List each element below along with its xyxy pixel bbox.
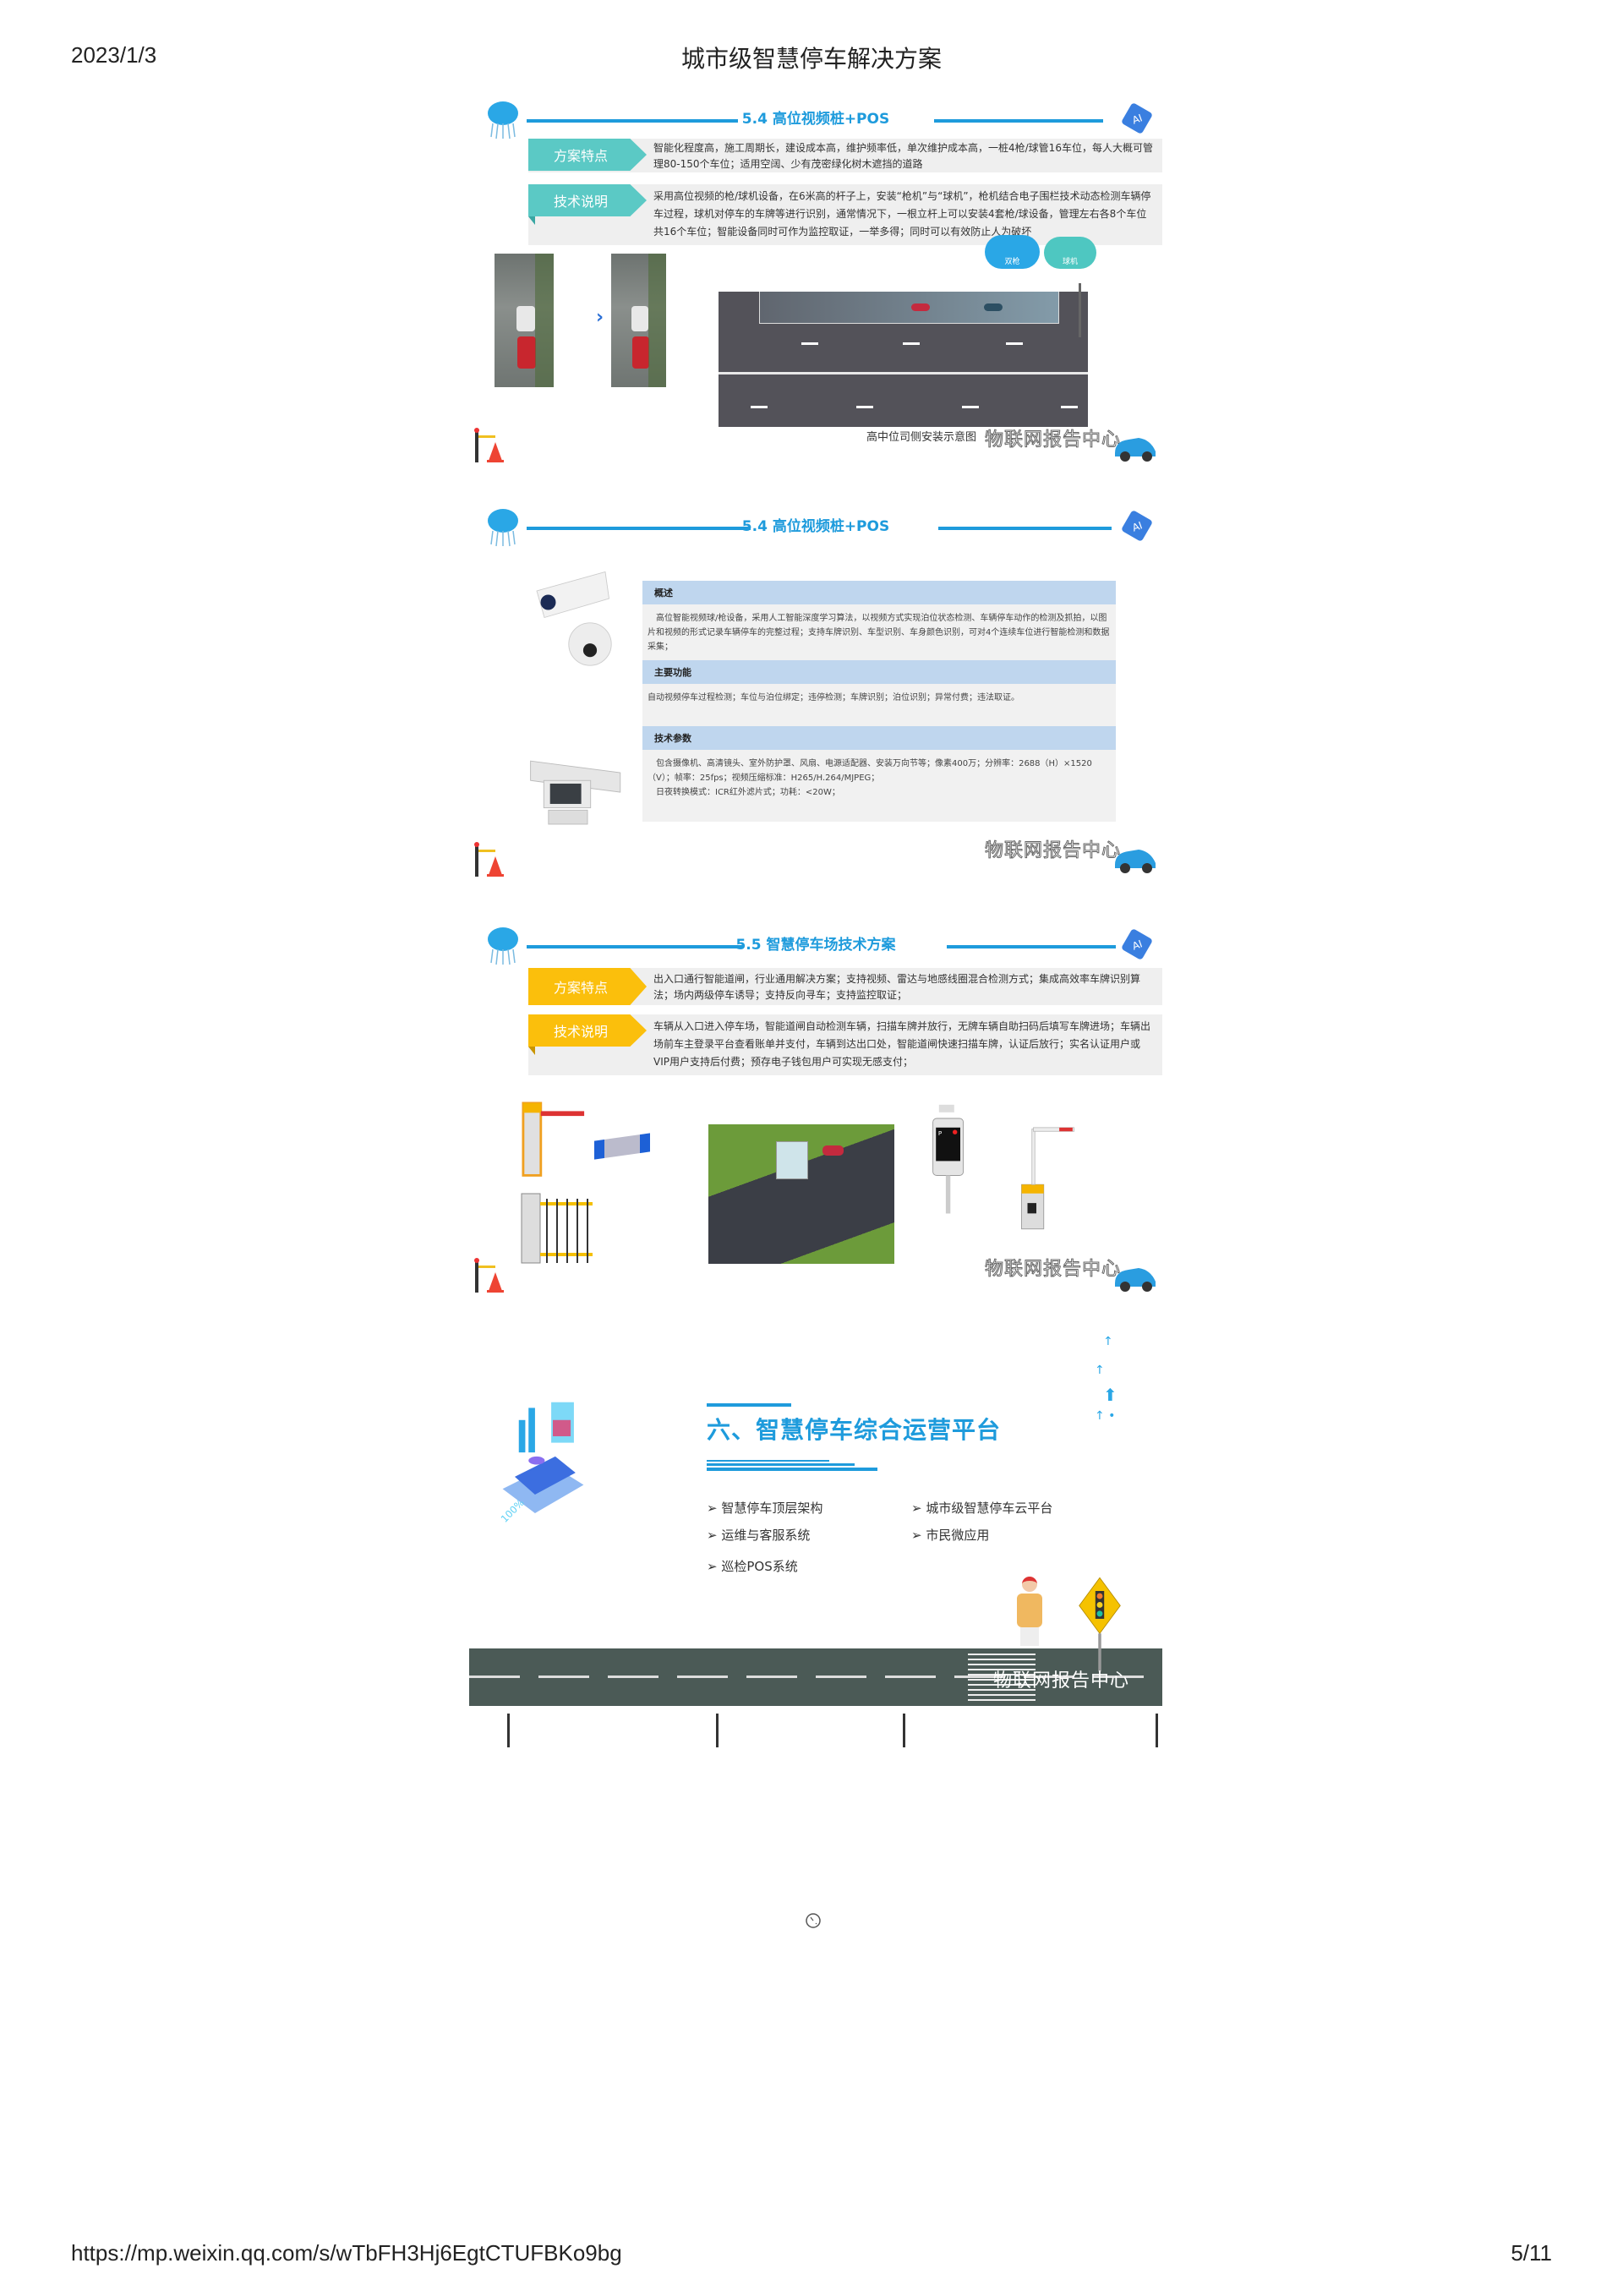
watermark: 物联网报告中心 [984, 840, 1122, 862]
parking-lot-scene-image [708, 1124, 894, 1264]
overview-header: 概述 [642, 581, 1116, 604]
barrier-gate-icon [474, 428, 504, 462]
loading-spinner-icon [806, 1913, 821, 1928]
slide-operations-platform: 100% 六、智慧停车综合运营平台 ➢ 智慧停车顶层架构 ➢ 运维与客服系统 ➢… [469, 1327, 1162, 1747]
diagram-caption: 高中位司侧安装示意图 [866, 431, 977, 444]
section-title-bar: 5.4 高位视频桩+POS AI [469, 91, 1162, 142]
fence-gate-image [521, 1193, 593, 1264]
svg-text:P: P [938, 1129, 943, 1137]
bullet-item: ➢ 市民微应用 [911, 1528, 990, 1543]
tech-text: 采用高位视频的枪/球机设备，在6米高的杆子上，安装“枪机”与“球机”，枪机结合电… [653, 190, 1151, 238]
watermark: 物联网报告中心 [984, 1259, 1122, 1281]
gun-dome-camera-image [536, 571, 612, 666]
overview-text: 高位智能视频球/枪设备，采用人工智能深度学习算法，以视频方式实现泊位状态检测、车… [648, 614, 1110, 652]
source-url[interactable]: https://mp.weixin.qq.com/s/wTbFH3Hj6EgtC… [71, 2240, 622, 2266]
dome-camera-bubble: 球机 [1044, 237, 1096, 269]
title-deco-line-top [707, 1403, 791, 1407]
functions-header: 主要功能 [642, 660, 1116, 684]
bubble-label-dual-gun: 双枪 [1004, 258, 1020, 266]
car-icon [1115, 438, 1156, 462]
installation-diagram [719, 283, 1088, 427]
bullet-item: ➢ 智慧停车顶层架构 [707, 1501, 823, 1516]
params-text: 包含摄像机、高清镜头、室外防护罩、风扇、电源适配器、安装万向节等；像素400万；… [648, 759, 1092, 783]
car-icon [1115, 1268, 1156, 1292]
print-date: 2023/1/3 [71, 42, 157, 68]
crosswalk [968, 1654, 1036, 1701]
slide-high-video-pile-2: 5.4 高位视频桩+POS AI 概述 高位智能视频球/枪设备，采用人工智能深度… [469, 499, 1162, 888]
ai-chip-icon: AI [1122, 511, 1152, 541]
tech-text: 车辆从入口进入停车场，智能道闸自动检测车辆，扫描车牌并放行，无牌车辆自助扫码后填… [653, 1020, 1151, 1068]
slide-smart-parking-lot: 5.5 智慧停车场技术方案 AI 方案特点 出入口通行智能道闸，行业通用解决方案… [469, 917, 1162, 1298]
inspector-figure [1010, 1577, 1048, 1648]
feature-tag: 方案特点 [528, 139, 647, 171]
up-arrows-decoration: ↑ ↑ ⬆ ↑ • [1095, 1335, 1118, 1423]
red-car-icon [911, 303, 930, 311]
tech-row: 技术说明 车辆从入口进入停车场，智能道闸自动检测车辆，扫描车牌并放行，无牌车辆自… [528, 1014, 1162, 1075]
bullet-item: ➢ 巡检POS系统 [707, 1559, 798, 1574]
bubble-label-dome: 球机 [1062, 258, 1078, 266]
platform-title: 六、智慧停车综合运营平台 [707, 1416, 1002, 1444]
feature-text: 智能化程度高，施工周期长，建设成本高，维护频率低，单次维护成本高，一桩4枪/球管… [653, 142, 1153, 171]
bullet-item: ➢ 城市级智慧停车云平台 [911, 1501, 1053, 1516]
barrier-gate-icon [474, 842, 504, 877]
section-title: 5.4 高位视频桩+POS [741, 111, 890, 128]
title-deco-lines-bottom [707, 1460, 877, 1471]
document-title: 城市级智慧停车解决方案 [680, 45, 942, 73]
params-header: 技术参数 [642, 726, 1116, 750]
section-title: 5.4 高位视频桩+POS [741, 518, 890, 535]
chevron-right-icon: › [596, 307, 604, 328]
barrier-gate-icon [474, 1258, 504, 1293]
feature-row: 方案特点 智能化程度高，施工周期长，建设成本高，维护频率低，单次维护成本高，一桩… [528, 139, 1162, 172]
svg-text:AI: AI [1130, 938, 1144, 952]
tech-tag: 技术说明 [528, 1014, 647, 1047]
params-text-2: 日夜转换模式：ICR红外滤片式；功耗：<20W； [656, 788, 840, 797]
street-photo-before [495, 254, 554, 387]
slide-high-video-pile-1: 5.4 高位视频桩+POS AI 方案特点 智能化程度高，施工周期长，建设成本高… [469, 91, 1162, 472]
section-title-bar: 5.5 智慧停车场技术方案 AI [469, 917, 1162, 968]
ai-chip-icon: AI [1122, 103, 1152, 134]
brain-circuit-icon [488, 101, 518, 139]
spec-table: 概述 高位智能视频球/枪设备，采用人工智能深度学习算法，以视频方式实现泊位状态检… [642, 581, 1116, 822]
svg-text:AI: AI [1130, 519, 1144, 533]
ai-chip-icon: AI [1122, 929, 1152, 959]
feature-row: 方案特点 出入口通行智能道闸，行业通用解决方案；支持视频、雷达与地感线圈混合检测… [528, 968, 1162, 1005]
camera-pole-icon [1079, 283, 1081, 337]
page-number: 5/11 [1511, 2240, 1552, 2266]
speed-bump-image [594, 1133, 650, 1160]
dual-gun-camera-bubble: 双枪 [985, 235, 1040, 269]
exit-barrier-image [1021, 1127, 1075, 1230]
plate-recognition-kiosk-image: P [932, 1104, 965, 1214]
tech-tag: 技术说明 [528, 184, 647, 216]
bullet-item: ➢ 运维与客服系统 [707, 1528, 811, 1543]
brain-circuit-icon [488, 927, 518, 965]
brain-circuit-icon [488, 509, 518, 547]
section-title: 5.5 智慧停车场技术方案 [735, 937, 896, 954]
tech-row: 技术说明 采用高位视频的枪/球机设备，在6米高的杆子上，安装“枪机”与“球机”，… [528, 184, 1162, 245]
feature-tag: 方案特点 [528, 968, 647, 1005]
data-platform-illustration: 100% [499, 1402, 584, 1525]
watermark: 物联网报告中心 [984, 429, 1122, 451]
box-camera-image [530, 760, 621, 825]
traffic-light-sign-icon [1079, 1577, 1121, 1672]
watermark: 物联网报告中心 [993, 1670, 1130, 1692]
road-illustration [469, 1648, 1162, 1706]
barrier-gate-image [522, 1102, 585, 1177]
section-title-bar: 5.4 高位视频桩+POS AI [469, 499, 1162, 549]
functions-text: 自动视频停车过程检测；车位与泊位绑定；违停检测；车牌识别；泊位识别；异常付费；违… [648, 693, 1019, 702]
svg-text:AI: AI [1130, 112, 1144, 126]
feature-text: 出入口通行智能道闸，行业通用解决方案；支持视频、雷达与地感线圈混合检测方式；集成… [653, 973, 1141, 1002]
street-photo-after [611, 254, 666, 387]
dark-car-icon [984, 303, 1003, 311]
car-icon [1115, 850, 1156, 873]
